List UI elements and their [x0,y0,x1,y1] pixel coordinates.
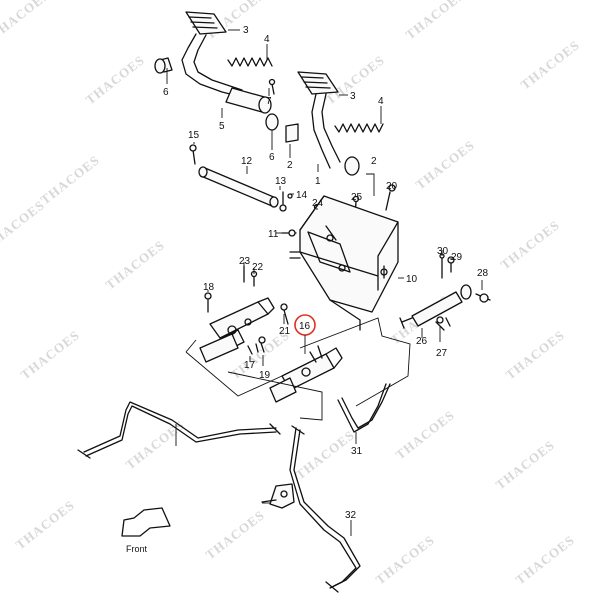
callout-6: 6 [163,87,169,98]
master-cylinders [199,253,491,403]
callout-14: 16 [299,321,311,332]
callout-6: 6 [269,152,275,163]
callout-15: 17 [244,360,256,371]
callout-9: 11 [268,229,279,240]
watermark: THACOES [393,407,458,462]
watermark: THACOES [518,37,583,92]
callout-19: 21 [279,326,291,337]
callout-5: 5 [219,121,225,132]
callout-27: 29 [451,252,463,263]
callout-20: 22 [252,262,264,273]
callout-16: 18 [203,282,215,293]
callout-17: 19 [259,370,271,381]
hydraulic-lines [77,383,391,593]
watermark: THACOES [203,507,268,562]
watermark: THACOES [503,327,568,382]
callout-1: 1 [315,176,321,187]
brake-pedal-assembly [154,11,276,114]
callout-23: 25 [351,192,363,203]
watermark: THACOES [18,327,83,382]
callout-7: 7 [266,96,272,107]
watermark: THACOES [403,0,468,42]
watermark: THACOES [413,137,478,192]
callout-18: 20 [386,181,398,192]
callout-8: 10 [406,274,418,285]
callout-2: 2 [287,160,293,171]
watermark: THACOES [83,52,148,107]
callouts: 3 4 6 7 3 4 5 2 6 15 12 1 2 20 13 14 24 … [163,25,489,536]
watermark: THACOES [13,497,78,552]
callout-2: 2 [371,156,377,167]
pedal-bracket [289,195,399,331]
callout-22: 24 [312,198,324,209]
callout-3: 3 [350,91,356,102]
callout-4: 4 [378,96,384,107]
watermark: THACOES [0,197,47,252]
watermark: THACOES [513,532,578,587]
callout-4: 4 [264,34,270,45]
callout-21: 23 [239,256,251,267]
callout-11: 13 [275,176,287,187]
callout-29: 31 [351,446,363,457]
callout-3: 3 [243,25,249,36]
callout-10: 12 [241,156,253,167]
watermark: THACOES [38,152,103,207]
watermark: THACOES [293,427,358,482]
callout-12: 14 [296,190,308,201]
clutch-pedal-assembly [189,71,396,237]
watermark: THACOES [103,237,168,292]
front-arrow: Front [121,507,171,554]
callout-24: 26 [416,336,428,347]
front-label: Front [126,544,148,554]
callout-28: 30 [437,246,449,257]
callout-26: 28 [477,268,489,279]
watermark: THACOES [0,0,52,42]
callout-30: 32 [345,510,357,521]
callout-13: 15 [188,130,200,141]
callout-25: 27 [436,348,448,359]
watermark: THACOES [498,217,563,272]
watermark: THACOES [123,417,188,472]
watermark: THACOES [373,532,438,587]
watermark: THACOES [493,437,558,492]
assembly-frames [185,317,411,421]
